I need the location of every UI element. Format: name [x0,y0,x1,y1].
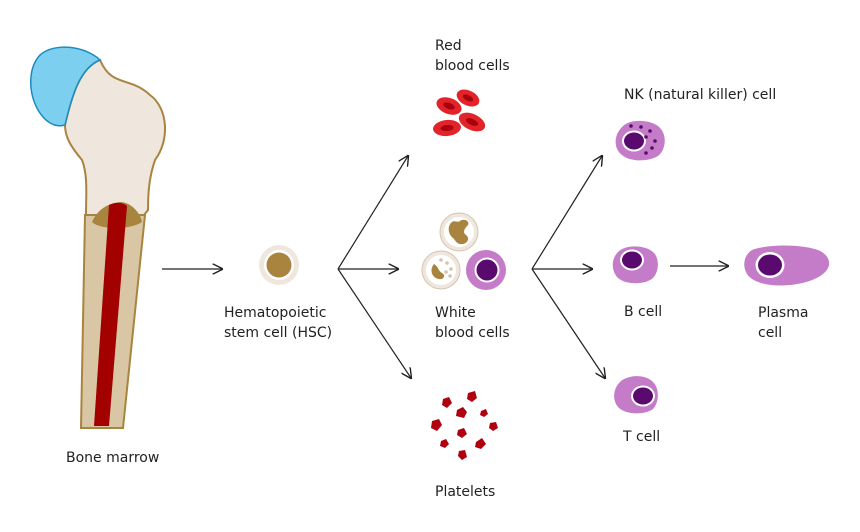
plasma-cell-icon [744,245,830,286]
red-blood-cell [433,119,461,137]
b-cell-label: B cell [624,304,663,320]
platelet [489,422,498,431]
arrow-wbc-to-nk [531,156,602,270]
plasma-cell-label: Plasma cell [758,305,809,341]
red-blood-cells-label: Red blood cells [435,38,510,74]
hsc-label: Hematopoietic stem cell (HSC) [224,305,333,341]
red-blood-cell [458,112,486,132]
platelet-icon [431,391,498,460]
platelet [431,419,442,431]
platelet [442,397,452,408]
t-cell-label: T cell [623,429,661,445]
platelet [457,428,467,438]
cartilage-cap [30,46,102,127]
platelet [456,407,467,418]
platelet [440,439,449,448]
bone-marrow-label: Bone marrow [66,450,160,466]
white-blood-cells-group [421,212,506,290]
red-blood-cell [436,97,462,115]
arrows [162,156,728,378]
nk-cell-icon [615,120,665,161]
arrow-hsc-to-rbc [337,156,408,270]
white-blood-cells-label: White blood cells [435,305,510,341]
red-blood-cell-icon [433,89,486,137]
neutrophil-icon [439,212,479,252]
platelet [458,450,467,460]
platelet [475,438,486,449]
femur-bone-icon [30,46,167,429]
lymphocyte-icon [466,250,506,290]
marrow-cavity [94,202,127,426]
arrow-wbc-to-t [531,268,605,378]
platelets-label: Platelets [435,484,496,500]
bone-head [63,58,167,216]
b-cell-icon [612,246,658,284]
platelet [480,409,488,417]
arrow-hsc-to-platelets [337,268,411,378]
eosinophil-icon [421,250,461,290]
red-blood-cell [456,89,480,107]
stem-cell-icon [259,245,299,285]
nk-cell-label: NK (natural killer) cell [624,87,777,103]
t-cell-icon [614,376,658,414]
platelet [467,391,477,402]
